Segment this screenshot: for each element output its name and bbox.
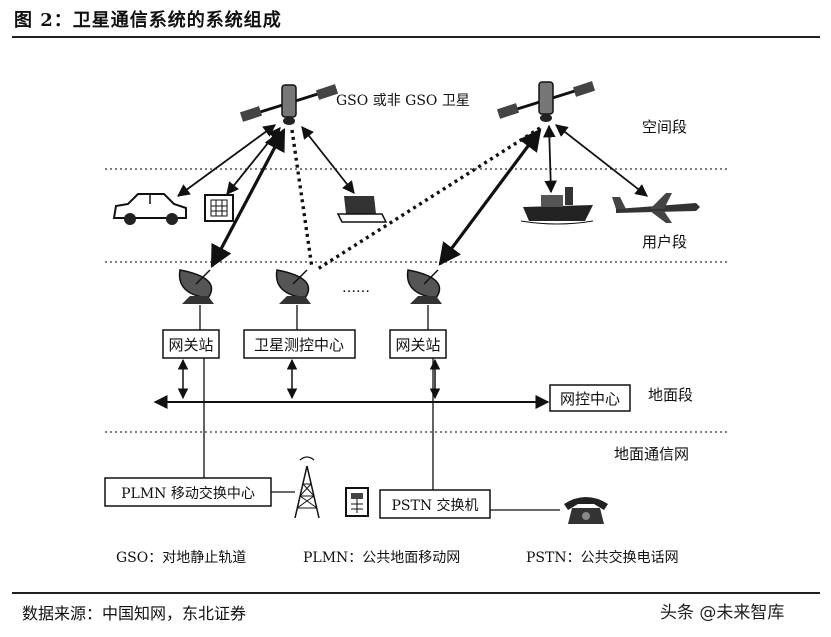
satellite-icon (496, 81, 596, 122)
laptop-icon (336, 196, 388, 223)
telephone-icon (564, 497, 608, 524)
glossary-plmn: PLMN：公共地面移动网 (303, 550, 460, 566)
plmn-switch-box (104, 477, 272, 507)
terrestrial-network-label: 地面通信网 (614, 445, 689, 463)
dish-antenna-icon (275, 269, 311, 304)
dish-antenna-icon (406, 269, 442, 304)
cell-tower-icon (294, 456, 320, 519)
gateway-station-left-box (162, 329, 220, 359)
ship-icon (520, 187, 594, 225)
pstn-switch-label: PSTN 交换机 (391, 497, 478, 514)
gateway-station-left-label: 网关站 (168, 336, 213, 354)
network-control-center-label: 网控中心 (560, 390, 620, 408)
plmn-switch-label: PLMN 移动交换中心 (121, 485, 255, 502)
figure-title: 图 2：卫星通信系统的系统组成 (14, 10, 282, 31)
ttc-center-box (243, 329, 356, 359)
satellite-icon (239, 84, 339, 125)
source-note: 数据来源：中国知网，东北证券 (22, 604, 247, 623)
airplane-icon (612, 193, 700, 223)
user-segment-label: 用户段 (642, 233, 687, 251)
gateway-station-right-box (389, 329, 447, 359)
top-rule (12, 36, 820, 38)
network-control-center-box (549, 384, 631, 412)
bottom-rule (12, 592, 820, 594)
ttc-center-label: 卫星测控中心 (254, 336, 344, 354)
pstn-switch-box (379, 489, 491, 519)
watermark: 头条 @未来智库 (660, 603, 785, 623)
car-icon (112, 193, 187, 225)
ground-segment-label: 地面段 (648, 386, 693, 404)
satellite-label: GSO 或非 GSO 卫星 (336, 93, 470, 109)
gateway-station-right-label: 网关站 (395, 336, 440, 354)
glossary-gso: GSO：对地静止轨道 (116, 550, 246, 566)
ellipsis-more-stations: …… (342, 280, 370, 296)
glossary-pstn: PSTN：公共交换电话网 (526, 549, 679, 566)
mobile-phone-icon (345, 487, 369, 517)
dish-antenna-icon (178, 269, 214, 304)
space-segment-label: 空间段 (642, 118, 687, 136)
fixed-phone-icon (204, 194, 234, 222)
